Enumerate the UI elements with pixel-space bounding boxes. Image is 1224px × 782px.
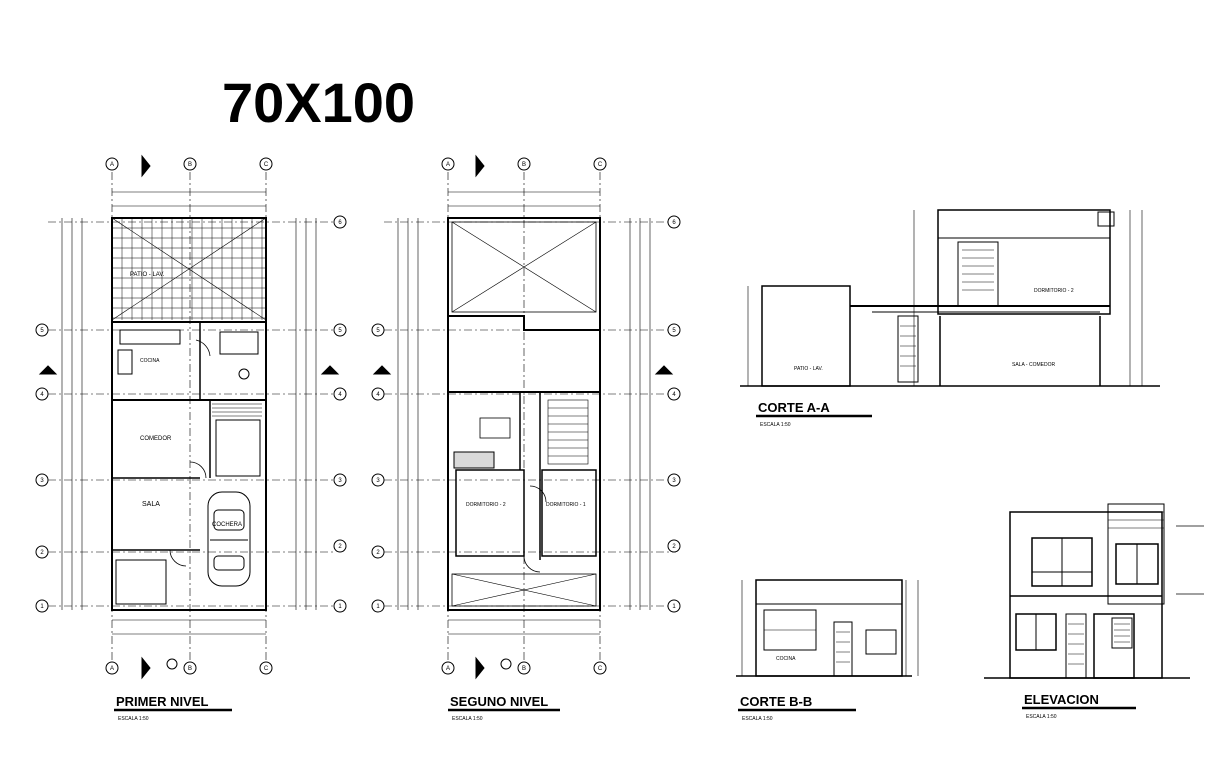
- drawing-scale-primer-nivel: ESCALA 1:50: [118, 716, 149, 722]
- primer-nivel-plan: [111, 217, 267, 611]
- elevacion-drawing: [984, 503, 1204, 679]
- grid-row-4-left: 4: [40, 392, 44, 398]
- room-label-patio: PATIO - LAV.: [130, 272, 165, 278]
- grid-row-2-left: 2: [40, 550, 44, 556]
- section-marker-icon-2: [372, 154, 674, 680]
- drawing-scale-elevacion: ESCALA 1:50: [1026, 714, 1057, 720]
- primer-nivel-row-bubbles: [35, 215, 347, 613]
- room-label-sala: SALA: [142, 501, 160, 508]
- grid-col-b-top: B: [188, 162, 192, 168]
- grid-row-1-right-2: 1: [672, 604, 676, 610]
- grid-col-a-bottom: A: [110, 666, 114, 672]
- grid-row-2-right: 2: [338, 544, 342, 550]
- room-label-dormitorio-2: DORMITORIO - 2: [466, 502, 506, 508]
- corte-aa-section: [740, 209, 1160, 387]
- corte-bb-section: [736, 579, 919, 677]
- grid-col-a-bottom-2: A: [446, 666, 450, 672]
- grid-row-2-left-2: 2: [376, 550, 380, 556]
- grid-row-5-left: 5: [40, 328, 44, 334]
- drawing-title-corte-bb: CORTE B-B: [740, 694, 812, 709]
- drawing-scale-corte-bb: ESCALA 1:50: [742, 716, 773, 722]
- grid-row-5-right-2: 5: [672, 328, 676, 334]
- car-icon: [207, 491, 251, 587]
- sheet-title: 70X100: [222, 71, 415, 134]
- grid-row-5-left-2: 5: [376, 328, 380, 334]
- grid-row-2-right-2: 2: [672, 544, 676, 550]
- grid-col-c-bottom: C: [264, 666, 269, 672]
- grid-col-c-bottom-2: C: [598, 666, 603, 672]
- grid-row-6-right: 6: [338, 220, 342, 226]
- grid-col-c-top: C: [264, 162, 269, 168]
- segundo-nivel-dimensions: [397, 191, 651, 635]
- room-label-cochera: COCHERA: [212, 522, 242, 528]
- drawing-scale-corte-aa: ESCALA 1:50: [760, 422, 791, 428]
- drawing-title-corte-aa: CORTE A-A: [758, 400, 830, 415]
- grid-row-3-right: 3: [338, 478, 342, 484]
- drawing-title-segundo-nivel: SEGUNO NIVEL: [450, 694, 548, 709]
- grid-row-3-left: 3: [40, 478, 44, 484]
- grid-row-5-right: 5: [338, 328, 342, 334]
- room-label-dormitorio-2-section: DORMITORIO - 2: [1034, 288, 1074, 294]
- room-label-comedor: COMEDOR: [140, 436, 172, 442]
- grid-col-b-bottom: B: [188, 666, 192, 672]
- grid-row-1-left-2: 1: [376, 604, 380, 610]
- grid-col-a-top: A: [110, 162, 114, 168]
- room-label-cocina-section: COCINA: [776, 656, 796, 662]
- grid-row-3-right-2: 3: [672, 478, 676, 484]
- grid-col-a-top-2: A: [446, 162, 450, 168]
- room-label-cocina: COCINA: [140, 358, 160, 364]
- segundo-nivel-col-bubbles: [441, 157, 607, 675]
- drawing-scale-segundo-nivel: ESCALA 1:50: [452, 716, 483, 722]
- drawing-title-elevacion: ELEVACION: [1024, 692, 1099, 707]
- grid-row-4-right-2: 4: [672, 392, 676, 398]
- primer-nivel-grid-lines: [48, 172, 336, 660]
- primer-nivel-dimensions: [61, 191, 317, 635]
- primer-nivel-col-bubbles: [105, 157, 273, 675]
- section-marker-icon: [38, 154, 340, 680]
- segundo-nivel-grid-lines: [384, 172, 676, 660]
- grid-col-b-bottom-2: B: [522, 666, 526, 672]
- drawing-title-primer-nivel: PRIMER NIVEL: [116, 694, 209, 709]
- room-label-patio-section: PATIO - LAV.: [794, 366, 823, 372]
- patio-tile-pattern: [111, 217, 266, 320]
- room-label-dormitorio-1: DORMITORIO - 1: [546, 502, 586, 508]
- grid-row-4-right: 4: [338, 392, 342, 398]
- grid-row-4-left-2: 4: [376, 392, 380, 398]
- grid-row-1-left: 1: [40, 604, 44, 610]
- grid-col-b-top-2: B: [522, 162, 526, 168]
- grid-row-1-right: 1: [338, 604, 342, 610]
- grid-row-6-right-2: 6: [672, 220, 676, 226]
- grid-col-c-top-2: C: [598, 162, 603, 168]
- segundo-nivel-row-bubbles: [371, 215, 681, 613]
- grid-row-3-left-2: 3: [376, 478, 380, 484]
- room-label-sala-comedor-section: SALA - COMEDOR: [1012, 362, 1055, 368]
